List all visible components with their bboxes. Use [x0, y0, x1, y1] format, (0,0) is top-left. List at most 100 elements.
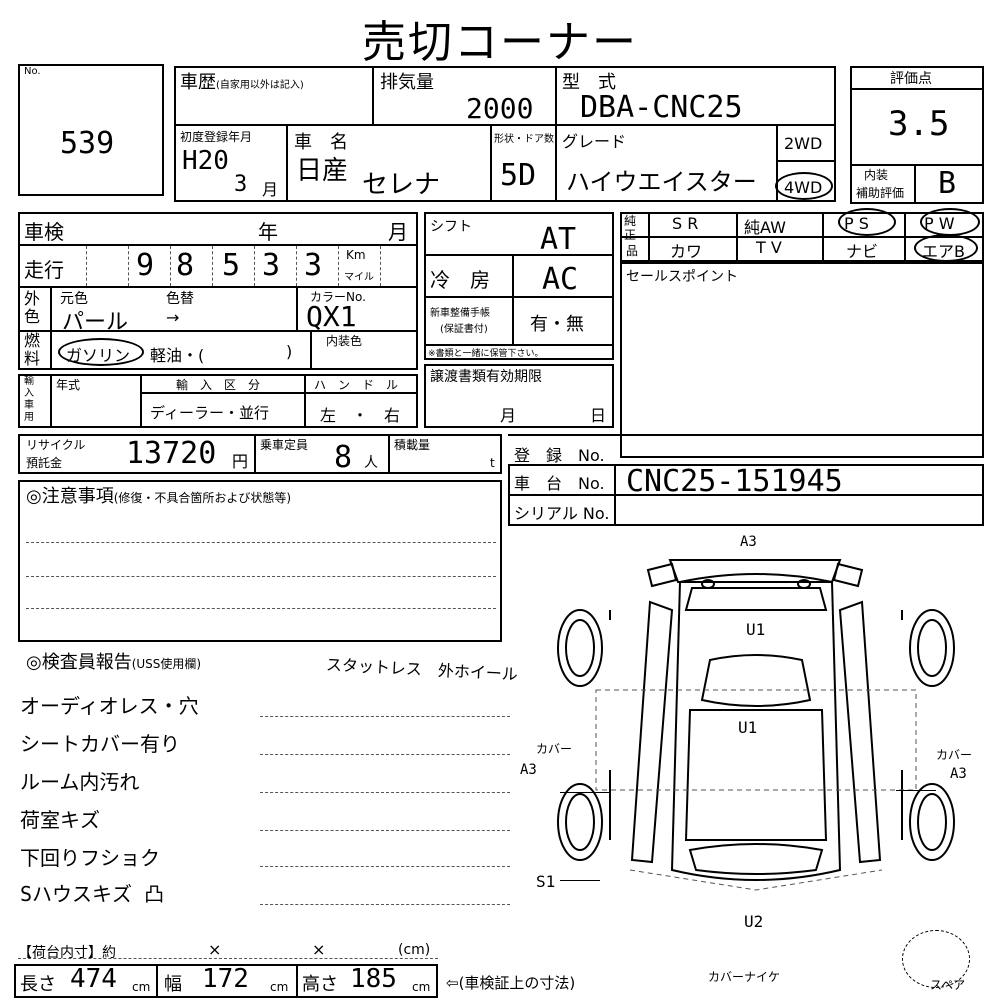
- car-name-label: 車 名: [294, 132, 348, 153]
- sales-point-label: セールスポイント: [626, 269, 738, 285]
- equip-tv: T V: [756, 238, 782, 257]
- car-diagram: [557, 559, 955, 891]
- interior-label-1: 内装: [864, 168, 889, 182]
- shift-block: [424, 212, 614, 360]
- transfer-label: 譲渡書類有効期限: [430, 369, 542, 385]
- new-car-book-label-1: 新車整備手帳: [430, 308, 490, 319]
- first-reg-month-unit: 月: [262, 180, 279, 199]
- length-label: 長さ: [20, 974, 56, 995]
- inspector-top-note: スタットレス 外ホイール: [325, 654, 519, 685]
- capacity-label: 乗車定員: [260, 438, 309, 452]
- caution-box: [18, 480, 502, 642]
- interior-label-2: 補助評価: [856, 186, 905, 200]
- cargo-x2: ×: [312, 940, 326, 959]
- color-side-label: 外色: [24, 289, 41, 326]
- width-value: 172: [202, 964, 249, 994]
- diagram-mark-left-cover: カバー: [536, 742, 573, 756]
- diagram-mark-roof: U1: [746, 620, 766, 639]
- chassis-label: 車 台 No.: [514, 474, 605, 493]
- diagram-mark-left-a3: A3: [520, 762, 537, 778]
- interior-value: B: [938, 166, 957, 201]
- inspection-year: 年: [258, 220, 278, 244]
- inspection-label: 車検: [24, 220, 64, 244]
- inspection-month: 月: [388, 220, 408, 244]
- mileage-digit-5: 3: [304, 248, 323, 283]
- color-value: パール: [62, 310, 129, 335]
- recycle-block: [18, 434, 502, 474]
- history-label: 車歴(自家用以外は記入): [180, 72, 304, 93]
- recycle-label-1: リサイクル: [26, 438, 86, 452]
- color-arrow: →: [166, 308, 180, 327]
- first-reg-month: 3: [234, 172, 248, 197]
- vehicle-info-grid: [174, 66, 836, 202]
- inspector-line-6: Sハウスキズ 凸: [20, 882, 165, 906]
- width-unit: cm: [270, 980, 289, 994]
- no-label: No.: [24, 66, 41, 77]
- inspector-line-4: 荷室キズ: [20, 808, 100, 832]
- serial-label: シリアル No.: [514, 504, 610, 523]
- equip-kawa: カワ: [670, 242, 703, 261]
- first-reg-year: H20: [182, 146, 229, 176]
- cargo-x1: ×: [208, 940, 222, 959]
- dimensions-box: [14, 964, 438, 998]
- diagram-mark-right-a3: A3: [950, 766, 967, 782]
- height-label: 高さ: [302, 974, 338, 995]
- cargo-label: 【荷台内寸】約: [18, 945, 116, 961]
- inspector-label: ◎検査員報告(USS使用欄): [26, 652, 202, 673]
- handle-value: 左 ・ 右: [320, 406, 401, 425]
- diagram-mark-s1: S1: [536, 872, 556, 891]
- shift-value: AT: [540, 222, 577, 257]
- width-label: 幅: [164, 974, 182, 995]
- inspector-line-5: 下回りフショク: [20, 846, 160, 870]
- page-title: 売切コーナー: [362, 17, 638, 68]
- spare-label: スペア: [930, 978, 966, 992]
- drive-4wd-circle: [775, 172, 833, 200]
- inspector-line-3: ルーム内汚れ: [20, 770, 140, 794]
- import-side-label: 輸入車用: [24, 376, 34, 423]
- car-name-value: セレナ: [362, 170, 441, 200]
- caution-label: ◎注意事項(修復・不具合箇所および状態等): [26, 486, 292, 507]
- equip-side-2: 品: [626, 244, 639, 258]
- inspection-block: [18, 212, 418, 370]
- no-box: [18, 64, 164, 196]
- mileage-digit-3: 5: [222, 248, 241, 283]
- import-class-label: 輸 入 区 分: [176, 378, 261, 392]
- mileage-mile: マイル: [344, 272, 374, 283]
- inspector-line-1: オーディオレス・穴: [20, 694, 199, 718]
- cargo-unit: (cm): [398, 942, 431, 958]
- score-box: [850, 66, 984, 204]
- mileage-digit-2: 8: [176, 248, 195, 283]
- mileage-km: Km: [346, 248, 366, 262]
- transfer-day: 日: [590, 406, 607, 425]
- fuel-rest: 軽油・(: [150, 346, 205, 365]
- equip-sr: S R: [672, 214, 699, 233]
- mileage-digit-4: 3: [262, 248, 281, 283]
- interior-color-label: 内装色: [326, 334, 363, 348]
- dimensions-note: ⇦(車検証上の寸法): [446, 974, 576, 992]
- import-year-type: 年式: [56, 378, 81, 392]
- equip-side-1: 純正: [624, 214, 637, 242]
- displacement-value: 2000: [466, 92, 534, 125]
- import-class-value: ディーラー・並行: [150, 404, 269, 422]
- diagram-mark-front: U2: [744, 912, 764, 931]
- sales-point-box: [620, 262, 984, 458]
- mileage-digit-1: 9: [136, 248, 155, 283]
- model-value: DBA-CNC25: [580, 90, 743, 125]
- fuel-gasoline: ガソリン: [66, 346, 131, 365]
- grade-value: ハイウエイスター: [566, 168, 757, 196]
- aircon-label: 冷 房: [430, 268, 490, 292]
- diagram-mark-bottom-cover: カバーナイケ: [708, 970, 781, 984]
- car-maker: 日産: [296, 156, 349, 186]
- shift-label: シフト: [430, 219, 472, 235]
- score-value: 3.5: [888, 104, 950, 144]
- registration-label: 登 録 No.: [514, 446, 605, 465]
- drive-2wd: 2WD: [784, 134, 823, 153]
- diagram-mark-rear: A3: [740, 534, 757, 550]
- doors-value: 5D: [500, 158, 537, 193]
- new-car-book-label-2: (保証書付): [440, 324, 488, 335]
- load-unit: t: [490, 456, 495, 470]
- capacity-value: 8: [334, 440, 353, 475]
- recycle-unit: 円: [232, 452, 249, 471]
- grade-label: グレード: [562, 132, 627, 151]
- color-code-label: カラーNo.: [310, 290, 366, 304]
